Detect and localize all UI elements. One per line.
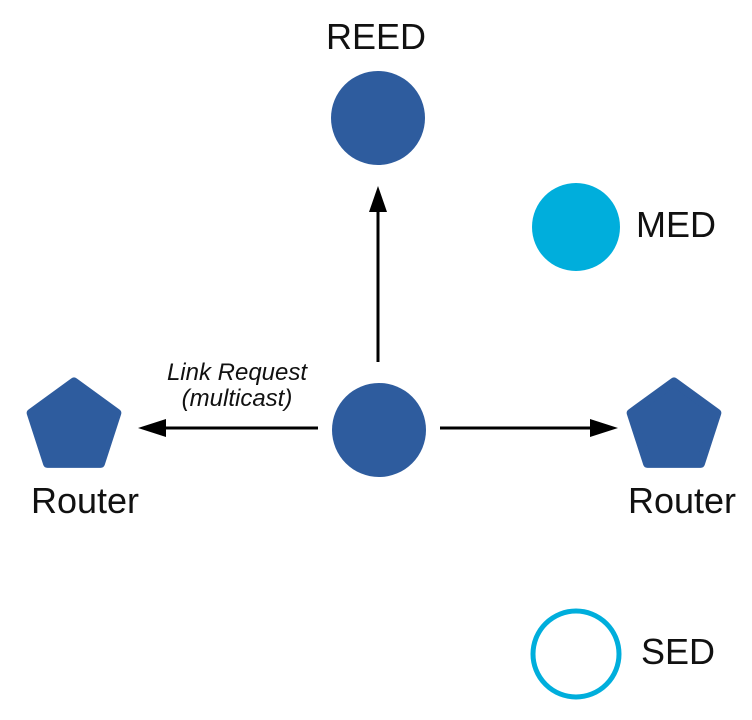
router-left-pentagon xyxy=(26,377,122,468)
sed-node-circle xyxy=(530,608,622,700)
router-right-pentagon xyxy=(626,377,722,468)
arrow-up-head xyxy=(369,186,387,212)
link-request-annotation-line1: Link Request xyxy=(166,359,308,386)
link-request-annotation-line2: (multicast) xyxy=(181,385,293,412)
arrow-center-to-reed xyxy=(369,186,387,362)
reed-node-circle xyxy=(331,71,425,165)
router-left-label: Router xyxy=(30,480,140,521)
link-request-annotation: Link Request (multicast) xyxy=(146,360,328,412)
router-right-label: Router xyxy=(627,480,737,521)
arrow-right-head xyxy=(590,419,618,437)
arrow-left-head xyxy=(138,419,166,437)
reed-node-label: REED xyxy=(325,16,427,57)
med-node-circle xyxy=(532,183,620,271)
arrow-center-to-router-left xyxy=(138,419,318,437)
sed-node-label: SED xyxy=(641,631,716,672)
med-node-label: MED xyxy=(636,204,716,245)
center-node-circle xyxy=(332,383,426,477)
arrow-center-to-router-right xyxy=(440,419,618,437)
